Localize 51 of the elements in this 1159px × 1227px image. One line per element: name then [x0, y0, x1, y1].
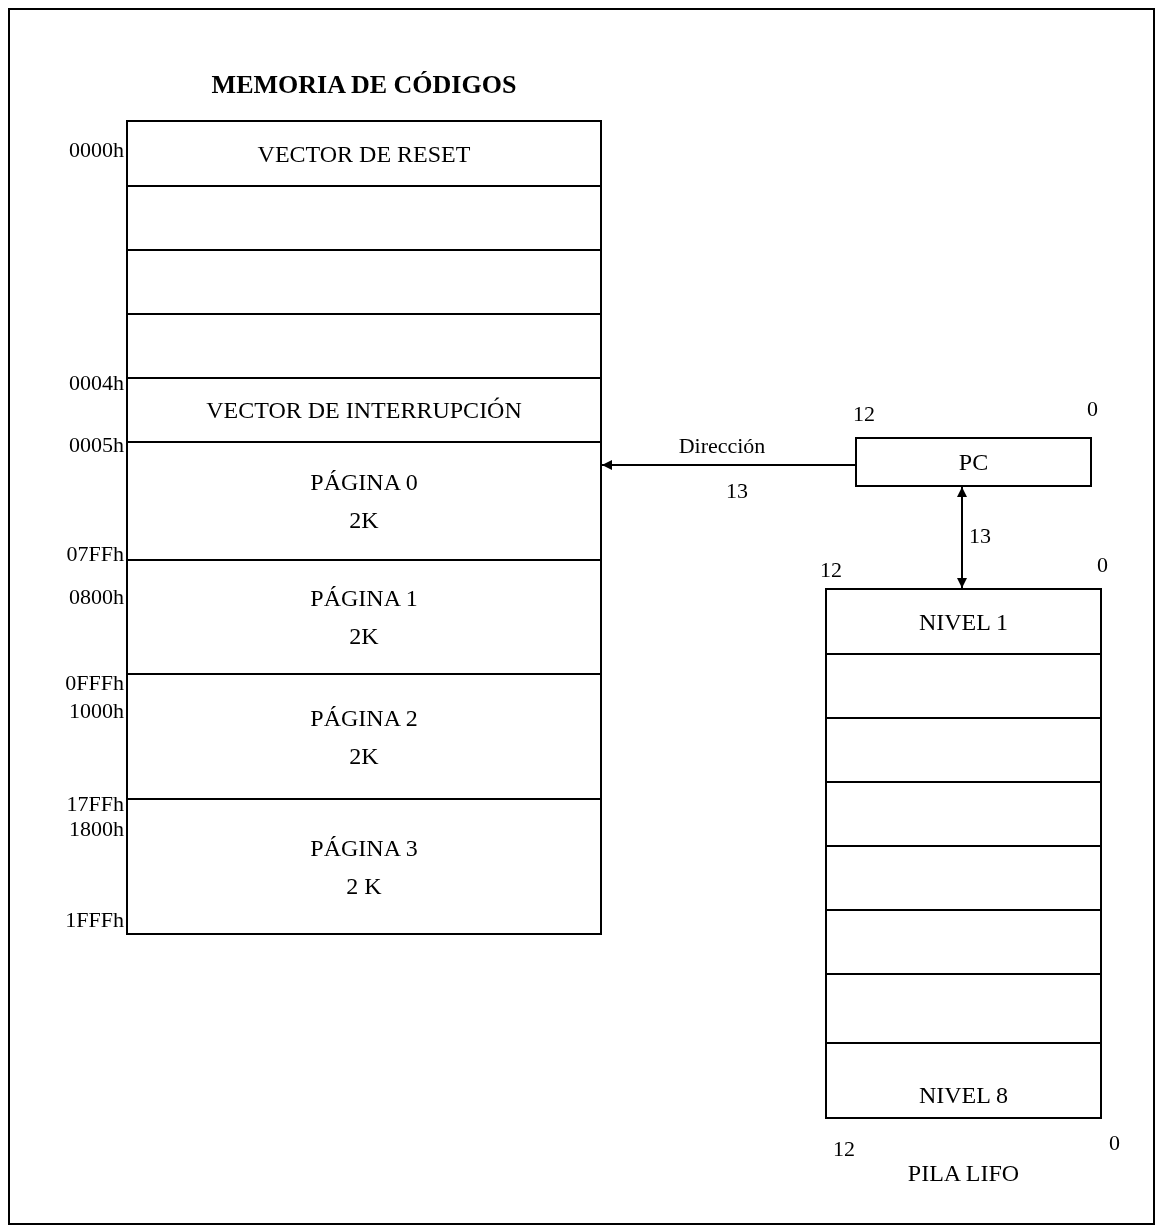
register-box: [855, 437, 1092, 487]
address-label: 0FFFh: [65, 670, 124, 696]
bit-number: 12: [833, 1136, 855, 1162]
address-label: 1800h: [69, 816, 124, 842]
row-label: VECTOR DE RESET: [257, 139, 471, 168]
bit-number: 0: [1109, 1130, 1120, 1156]
stack-caption: PILA LIFO: [907, 1159, 1020, 1188]
bit-number: 12: [820, 557, 842, 583]
address-label: 1FFFh: [65, 907, 124, 933]
row-label: NIVEL 8: [918, 1081, 1009, 1109]
arrow: [601, 460, 856, 470]
stack-level-row: [825, 909, 1102, 975]
size-label: 2K: [349, 741, 379, 770]
size-label: 2 K: [346, 871, 382, 900]
memory-row: [126, 249, 602, 315]
size-label: 2K: [349, 622, 379, 650]
row-label: PÁGINA 2: [310, 703, 418, 732]
stack-level-row: [825, 1042, 1102, 1119]
memory-row: [126, 120, 602, 187]
row-label: NIVEL 1: [918, 607, 1009, 636]
row-label: PÁGINA 0: [310, 468, 418, 496]
memory-row: [126, 377, 602, 443]
stack-level-row: [825, 973, 1102, 1044]
address-label: 0000h: [69, 137, 124, 163]
address-label: 1000h: [69, 698, 124, 724]
address-label: 07FFh: [66, 541, 124, 567]
bit-number: 12: [853, 401, 875, 427]
stack-level-row: [825, 653, 1102, 719]
stack-level-row: [825, 845, 1102, 911]
size-label: 2K: [349, 506, 379, 534]
memory-row: [126, 798, 602, 935]
memory-row: [126, 313, 602, 379]
memory-row: [126, 185, 602, 251]
memory-row: [126, 673, 602, 800]
stack-level-row: [825, 588, 1102, 655]
bit-number: 0: [1097, 552, 1108, 578]
memory-row: [126, 441, 602, 561]
address-label: 17FFh: [66, 791, 124, 817]
memory-row: [126, 559, 602, 675]
stack-level-row: [825, 717, 1102, 783]
bit-number: 0: [1087, 396, 1098, 422]
row-label: VECTOR DE INTERRUPCIÓN: [206, 396, 522, 424]
address-label: 0004h: [69, 370, 124, 396]
stack-level-row: [825, 781, 1102, 847]
address-label: 0005h: [69, 432, 124, 458]
memory-heading: MEMORIA DE CÓDIGOS: [211, 70, 517, 100]
row-label: PÁGINA 1: [310, 584, 418, 612]
row-label: PC: [958, 448, 989, 476]
row-label: PÁGINA 3: [310, 833, 418, 862]
address-label: 0800h: [69, 584, 124, 610]
double-arrow: [957, 486, 967, 589]
